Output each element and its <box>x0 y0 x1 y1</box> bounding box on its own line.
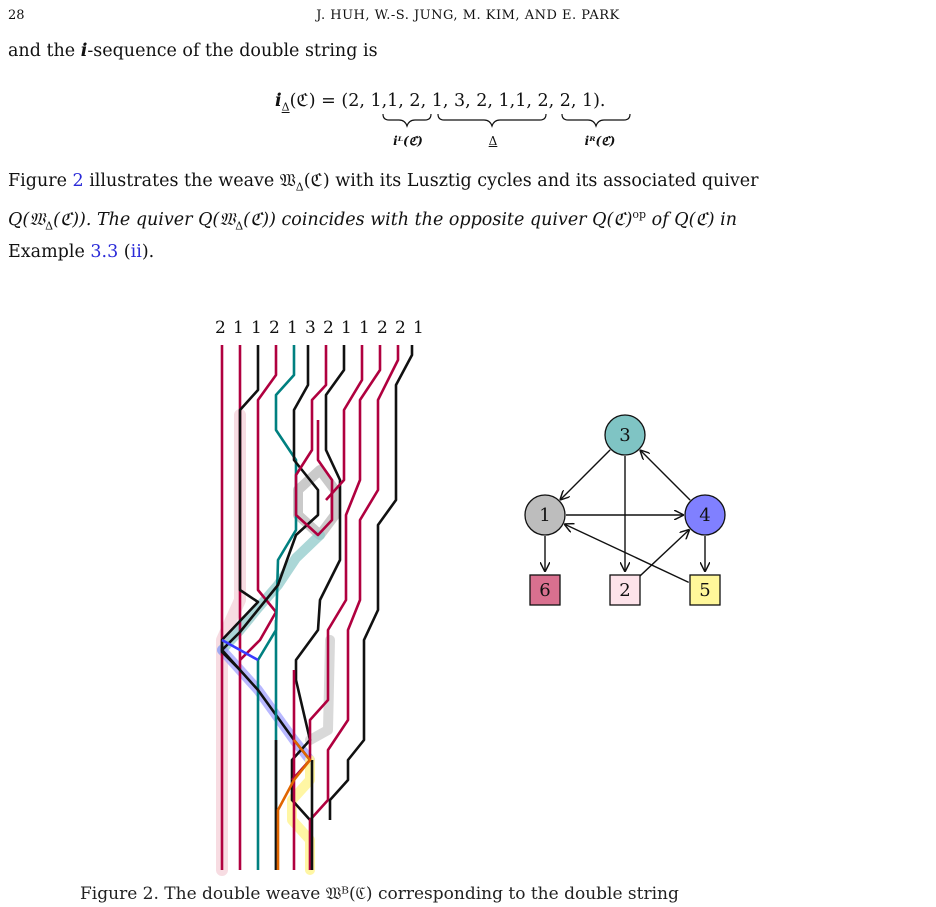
quiver-node-label-3: 3 <box>619 425 630 446</box>
underbrace-right <box>561 113 631 128</box>
quiver-arrow-5-1 <box>565 524 689 583</box>
underbrace-mid <box>437 113 547 128</box>
eq-comma-1: , <box>381 91 388 111</box>
quiver-arrow-2-4 <box>637 530 689 579</box>
para2-line2: Q(𝔚Δ(ℭ)). The quiver Q(𝔚Δ(ℭ)) coincides … <box>8 207 737 232</box>
label-iR: iᴿ(ℭ) <box>584 134 616 148</box>
example-sub-ref-link[interactable]: ii <box>130 241 142 262</box>
para2-line3: Example 3.3 (ii). <box>8 239 759 266</box>
quiver-diagram: 3 1 4 6 2 5 <box>524 414 726 606</box>
weave-strands <box>220 345 414 870</box>
eq-comma-2: , <box>509 91 516 111</box>
weave-top-label: 1 <box>233 318 244 338</box>
superscript-op: op <box>632 207 647 221</box>
label-delta: Δ <box>488 134 498 148</box>
weave-diagram <box>216 345 414 876</box>
strand-15 <box>274 740 314 870</box>
quiver-node-5 <box>689 574 721 606</box>
shade-grey-path <box>305 635 335 745</box>
quiver-node-1 <box>524 494 566 536</box>
quiver-node-label-2: 2 <box>619 580 630 601</box>
quiver-node-4 <box>684 494 726 536</box>
quiver-edges <box>545 450 705 583</box>
para2-text: of Q(ℭ) in <box>646 209 737 230</box>
quiver-node-6 <box>529 574 561 606</box>
underbrace-left <box>382 113 432 128</box>
strand-7 <box>294 345 334 537</box>
para2-line1: Figure 2 illustrates the weave 𝔚Δ(ℭ) wit… <box>8 171 759 194</box>
strand-17 <box>221 638 259 662</box>
quiver-arrow-3-1 <box>561 449 611 500</box>
strand-11 <box>308 345 400 870</box>
equation: iΔ(ℭ) = (2, 1,1, 2, 1, 3, 2, 1,1, 2, 2, … <box>275 88 606 121</box>
intro-text-pre: and the <box>8 41 81 61</box>
weave-top-label: 1 <box>341 318 352 338</box>
paragraph-figure-desc: Figure 2 illustrates the weave 𝔚Δ(ℭ) wit… <box>8 168 759 266</box>
strand-6 <box>220 345 320 761</box>
equation-underbraces <box>382 113 631 128</box>
quiver-node-3 <box>604 414 646 456</box>
paragraph-intro: and the i-sequence of the double string … <box>8 38 378 65</box>
eq-group-left: 2, 1 <box>348 91 382 111</box>
bold-i-symbol: i <box>80 41 88 61</box>
quiver-node-2 <box>609 574 641 606</box>
strand-4 <box>239 345 278 661</box>
eq-sub-delta: Δ <box>281 100 290 114</box>
eq-i: i <box>275 91 282 111</box>
weave-top-label: 2 <box>215 318 226 338</box>
weave-top-label: 2 <box>269 318 280 338</box>
para2-text: (ℭ)). The quiver Q(𝔚 <box>53 209 236 230</box>
quiver-node-label-1: 1 <box>539 505 550 526</box>
label-iL: iᴸ(ℭ) <box>393 134 423 148</box>
eq-lhs-arg: (ℭ) = ( <box>289 91 349 111</box>
weave-top-label: 1 <box>413 318 424 338</box>
strand-9 <box>325 345 364 501</box>
weave-top-label: 2 <box>323 318 334 338</box>
eq-group-right: 1, 2, 2, 1 <box>515 91 594 111</box>
para2-text: (ℭ) with its Lusztig cycles and its asso… <box>303 171 759 191</box>
shade-grey-diamond <box>293 465 340 540</box>
para2-text: Figure <box>8 171 73 191</box>
weave-top-label: 1 <box>287 318 298 338</box>
figure-ref-link[interactable]: 2 <box>72 171 84 191</box>
strand-12 <box>328 345 414 820</box>
weave-top-label: 2 <box>377 318 388 338</box>
quiver-arrow-4-3 <box>641 451 691 501</box>
example-ref-link[interactable]: 3.3 <box>90 241 119 262</box>
quiver-node-label-5: 5 <box>699 580 710 601</box>
intro-text-post: -sequence of the double string is <box>87 41 378 61</box>
weave-top-label: 1 <box>359 318 370 338</box>
page-number: 28 <box>8 8 25 23</box>
quiver-nodes: 3 1 4 6 2 5 <box>524 414 726 606</box>
figure-caption: Figure 2. The double weave 𝔚ᴮ(ℭ) corresp… <box>80 884 679 904</box>
strand-10 <box>291 345 382 781</box>
quiver-node-label-6: 6 <box>539 580 550 601</box>
eq-close: ). <box>593 91 606 111</box>
weave-top-label: 1 <box>251 318 262 338</box>
strand-16 <box>276 739 312 870</box>
quiver-node-label-4: 4 <box>699 505 710 526</box>
weave-top-label: 3 <box>305 318 316 338</box>
para2-text: (ℭ)) coincides with the opposite quiver … <box>243 209 633 230</box>
eq-group-mid: 1, 2, 1, 3, 2, 1 <box>387 91 510 111</box>
para2-text: Example <box>8 241 91 262</box>
para2-text: ). <box>141 241 155 262</box>
para2-text: ( <box>118 241 131 262</box>
para2-text: Q(𝔚 <box>8 209 46 230</box>
para2-text: illustrates the weave 𝔚 <box>83 171 296 191</box>
running-head: J. HUH, W.-S. JUNG, M. KIM, AND E. PARK <box>316 8 620 23</box>
weave-top-label: 2 <box>395 318 406 338</box>
